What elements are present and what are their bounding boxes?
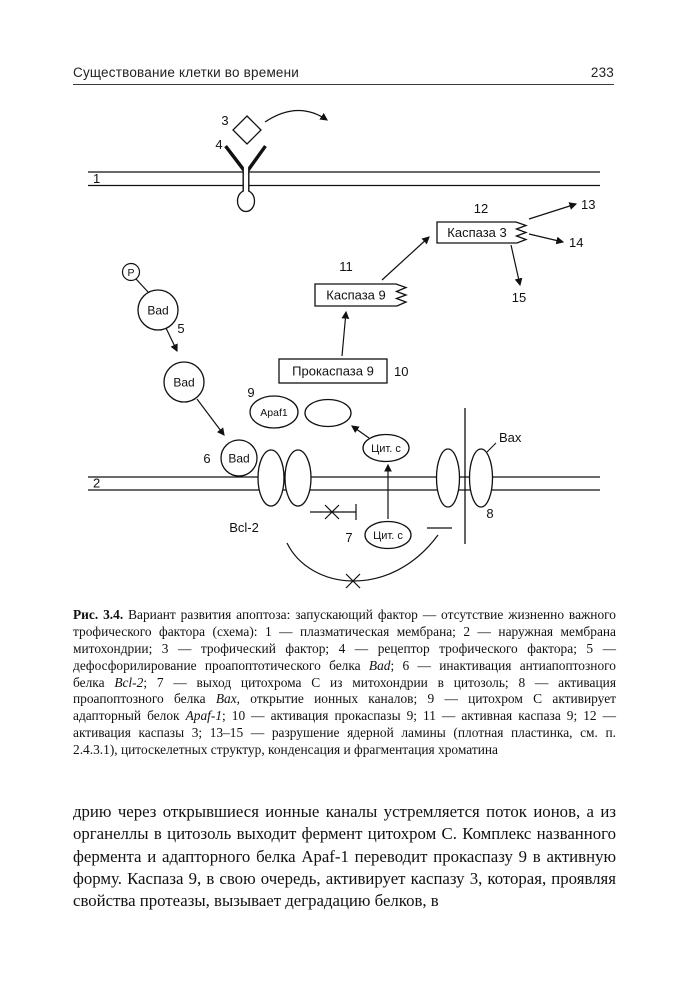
page-number: 233 xyxy=(590,65,614,80)
blocked-inhibition-mark xyxy=(310,504,357,520)
caspase9-label: Каспаза 9 xyxy=(326,288,385,303)
cytc-ellipse-upper xyxy=(362,433,410,463)
bcl2-protein xyxy=(257,449,312,507)
bad-label-1: Bad xyxy=(147,304,168,318)
bad-label-3: Bad xyxy=(228,452,249,466)
arrow-bad1-bad2 xyxy=(165,327,178,353)
running-head: Существование клетки во времени 233 xyxy=(73,65,614,80)
label-5: 5 xyxy=(177,321,184,336)
bax-pointer-line xyxy=(486,442,497,453)
label-13: 13 xyxy=(581,197,595,212)
trophic-factor-diamond xyxy=(232,115,262,145)
procaspase9-box xyxy=(278,358,388,384)
phosphate-label: P xyxy=(127,267,134,279)
arrow-to-13 xyxy=(528,202,578,220)
cytc-label-lower: Цит. с xyxy=(373,530,403,542)
label-12: 12 xyxy=(474,201,488,216)
phosphate-circle xyxy=(121,262,141,282)
figure-caption: Рис. 3.4. Вариант развития апоптоза: зап… xyxy=(73,607,616,758)
bad-circle-3 xyxy=(220,439,258,477)
trophic-factor-receptor xyxy=(224,141,267,213)
crossed-inhibition-arc xyxy=(286,527,452,589)
label-10: 10 xyxy=(394,364,408,379)
caspase3-label: Каспаза 3 xyxy=(447,225,506,240)
arrow-to-15 xyxy=(510,244,523,287)
factor-departure-arrow xyxy=(264,109,328,123)
arrow-bad2-bad3 xyxy=(196,398,225,436)
label-6: 6 xyxy=(203,451,210,466)
apaf1-label: Apaf1 xyxy=(260,407,288,419)
label-14: 14 xyxy=(569,235,583,250)
label-membrane-2: 2 xyxy=(93,476,100,491)
bad-label-2: Bad xyxy=(173,376,194,390)
arrow-caspase9-to-caspase3 xyxy=(381,236,430,281)
label-15: 15 xyxy=(512,290,526,305)
label-11: 11 xyxy=(339,259,353,274)
bax-channel xyxy=(435,408,494,544)
body-paragraph: дрию через открывшиеся ионные каналы уст… xyxy=(73,802,616,911)
cytc-label-upper: Цит. с xyxy=(371,443,401,455)
running-title: Существование клетки во времени xyxy=(73,65,300,80)
procaspase9-label: Прокаспаза 9 xyxy=(292,364,374,379)
label-membrane-1: 1 xyxy=(93,171,100,186)
arrow-procaspase-to-caspase9 xyxy=(341,310,350,357)
bcl2-label: Bcl-2 xyxy=(229,520,259,535)
complex-ellipse xyxy=(304,398,352,428)
label-receptor: 4 xyxy=(215,137,222,152)
label-8: 8 xyxy=(486,506,493,521)
apaf1-ellipse xyxy=(249,395,299,429)
phosphate-link xyxy=(135,278,150,294)
label-7: 7 xyxy=(345,530,352,545)
plasma-membrane xyxy=(88,171,600,187)
bad-circle-2 xyxy=(163,361,205,403)
apoptosis-diagram: 1 2 3 4 Каспаза 3 12 13 14 15 xyxy=(88,109,600,589)
mitochondrial-membrane xyxy=(88,476,600,491)
bax-label: Bax xyxy=(499,430,522,445)
cytc-ellipse-lower xyxy=(364,520,412,550)
caspase9-box xyxy=(314,283,408,307)
caspase3-box xyxy=(436,221,528,244)
label-9: 9 xyxy=(247,385,254,400)
label-trophic-factor: 3 xyxy=(221,113,228,128)
bad-circle-1 xyxy=(137,289,179,331)
header-rule xyxy=(73,84,614,86)
arrow-to-14 xyxy=(528,233,565,245)
arrow-cytc-to-apaf1 xyxy=(351,425,370,439)
